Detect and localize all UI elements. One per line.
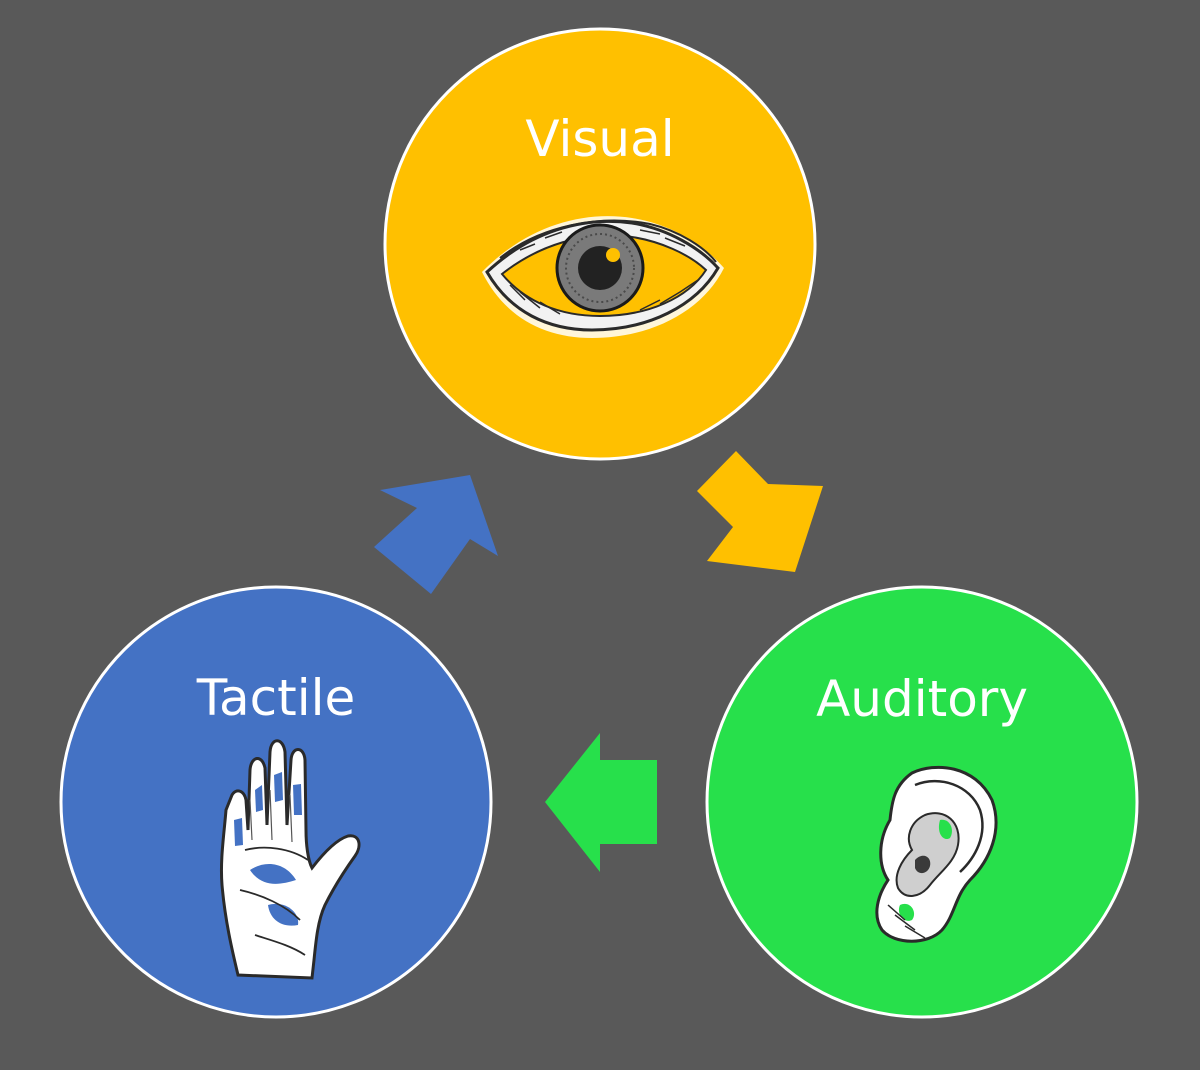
- tactile-node: Tactile: [59, 585, 493, 1019]
- auditory-label: Auditory: [816, 670, 1028, 728]
- eye-icon: [482, 216, 724, 338]
- auditory-node: Auditory: [705, 585, 1139, 1019]
- hand-icon: [219, 739, 361, 980]
- arrow-tactile-to-visual: [374, 475, 498, 594]
- tactile-label: Tactile: [196, 669, 356, 727]
- visual-label: Visual: [525, 110, 674, 168]
- arrow-auditory-to-tactile: [545, 733, 657, 872]
- visual-node: Visual: [383, 27, 817, 461]
- arrow-visual-to-auditory: [697, 451, 823, 572]
- ear-icon: [875, 765, 998, 943]
